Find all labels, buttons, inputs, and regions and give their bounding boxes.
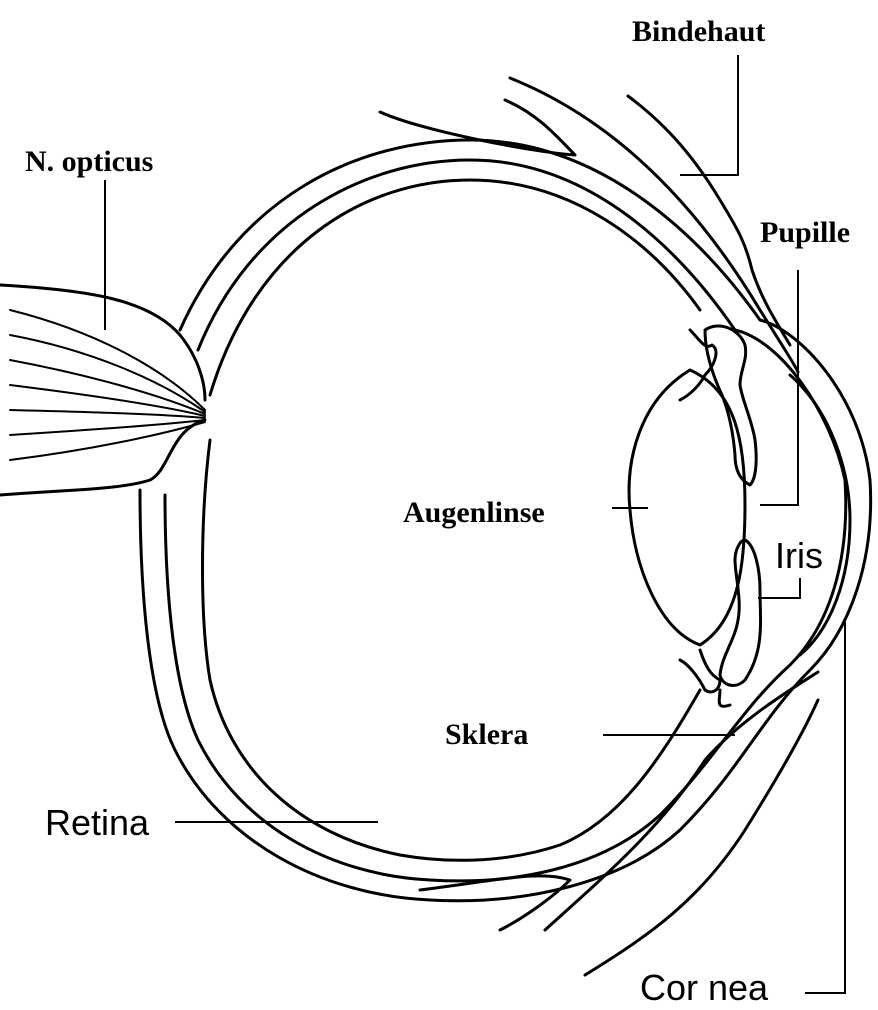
label-augenlinse: Augenlinse (403, 498, 545, 528)
label-pupille: Pupille (760, 218, 850, 248)
iris-upper (705, 326, 756, 485)
label-sklera: Sklera (445, 720, 528, 750)
label-iris: Iris (775, 538, 823, 574)
label-n-opticus: N. opticus (25, 147, 153, 177)
iris-lower (720, 540, 761, 685)
iris-leader (758, 578, 800, 598)
label-bindehaut: Bindehaut (632, 17, 765, 47)
label-cornea: Cor nea (640, 970, 768, 1006)
ciliary-body (680, 330, 730, 706)
label-retina: Retina (45, 805, 149, 841)
optic-nerve (0, 285, 205, 495)
